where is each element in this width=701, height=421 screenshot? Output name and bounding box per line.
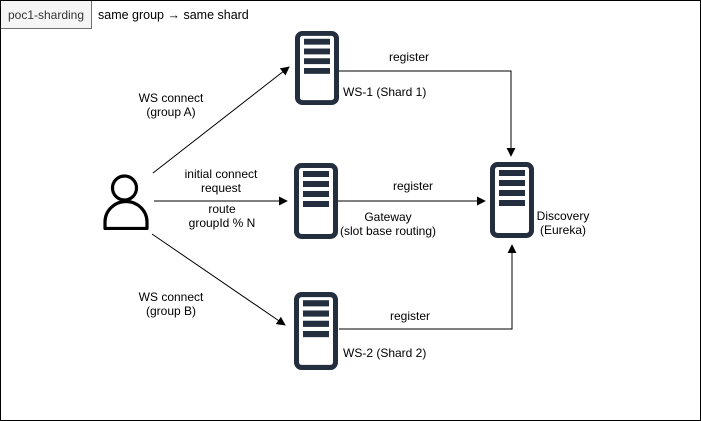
- edge-ws1-to-discovery: [339, 70, 516, 157]
- node-user: [102, 173, 151, 230]
- edge-label-line: initial connect: [184, 167, 258, 181]
- node-ws2-server: [294, 292, 338, 370]
- edge-label-route: route groupId % N: [189, 202, 256, 230]
- edge-label-line: route: [208, 202, 236, 216]
- person-icon: [103, 174, 149, 230]
- node-gateway-server: [294, 163, 338, 239]
- edge-label-ws-connect-a: WS connect (group A): [139, 91, 204, 119]
- edge-label-line: (group B): [145, 304, 197, 318]
- server-icon: [294, 292, 338, 370]
- edge-label-line: WS connect: [138, 290, 204, 304]
- edge-label-initial-connect: initial connect request: [185, 167, 258, 195]
- node-label-line: (Eureka): [539, 223, 586, 237]
- node-ws1-server: [295, 31, 339, 105]
- edge-user-to-ws2: [151, 233, 286, 326]
- node-label-line: Gateway: [364, 210, 412, 224]
- page-tab[interactable]: poc1-sharding: [1, 1, 92, 29]
- edge-label-register-ws2: register: [389, 309, 431, 323]
- node-label-ws1: WS-1 (Shard 1): [343, 85, 427, 99]
- page-tab-label: poc1-sharding: [7, 7, 85, 22]
- edge-label-line: request: [200, 181, 242, 195]
- node-label-gateway: Gateway (slot base routing): [340, 210, 436, 238]
- edge-label-line: WS connect: [138, 91, 204, 105]
- node-label-line: Discovery: [536, 209, 590, 223]
- diagram-note: same group → same shard: [98, 8, 249, 22]
- server-icon: [490, 162, 534, 238]
- edge-label-ws-connect-b: WS connect (group B): [139, 290, 204, 318]
- node-label-line: (slot base routing): [339, 224, 437, 238]
- edge-label-register-gateway: register: [392, 179, 434, 193]
- edge-user-to-ws1: [152, 66, 290, 174]
- edge-label-register-ws1: register: [388, 50, 430, 64]
- edge-ws2-to-discovery: [339, 244, 517, 330]
- node-discovery-server: [490, 162, 534, 238]
- server-icon: [295, 31, 339, 105]
- edge-label-line: (group A): [146, 105, 196, 119]
- node-label-ws2: WS-2 (Shard 2): [343, 346, 427, 360]
- server-icon: [294, 163, 338, 239]
- node-label-discovery: Discovery (Eureka): [537, 209, 590, 237]
- edge-label-line: groupId % N: [188, 216, 256, 230]
